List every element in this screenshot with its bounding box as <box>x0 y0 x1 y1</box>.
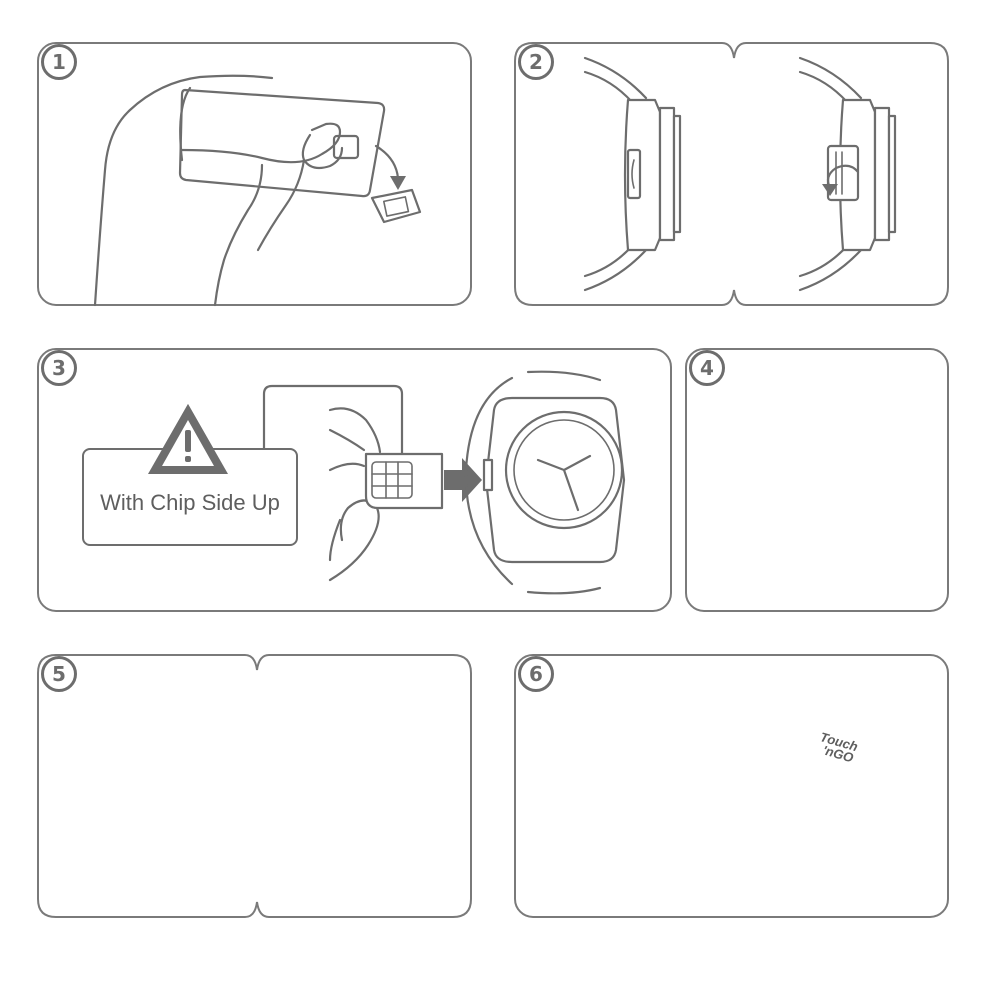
step-5-number: 5 <box>41 656 77 692</box>
step-6-number: 6 <box>518 656 554 692</box>
panel-5-frame <box>37 654 472 918</box>
step-3-number: 3 <box>41 350 77 386</box>
sim-card-icon <box>364 452 444 510</box>
rotate-arrow-icon <box>822 164 860 196</box>
sim-card-icon <box>370 188 422 224</box>
panel-6-frame <box>514 654 949 918</box>
panel-1-illustration <box>93 74 422 307</box>
arrow-right-icon <box>444 458 482 502</box>
step-4-number: 4 <box>689 350 725 386</box>
step-2-number: 2 <box>518 44 554 80</box>
step-1-number: 1 <box>41 44 77 80</box>
panel-2-illustration <box>583 56 897 292</box>
panel-4-frame <box>685 348 949 612</box>
panel-2-frame <box>514 42 949 306</box>
warning-text: With Chip Side Up <box>100 490 280 515</box>
